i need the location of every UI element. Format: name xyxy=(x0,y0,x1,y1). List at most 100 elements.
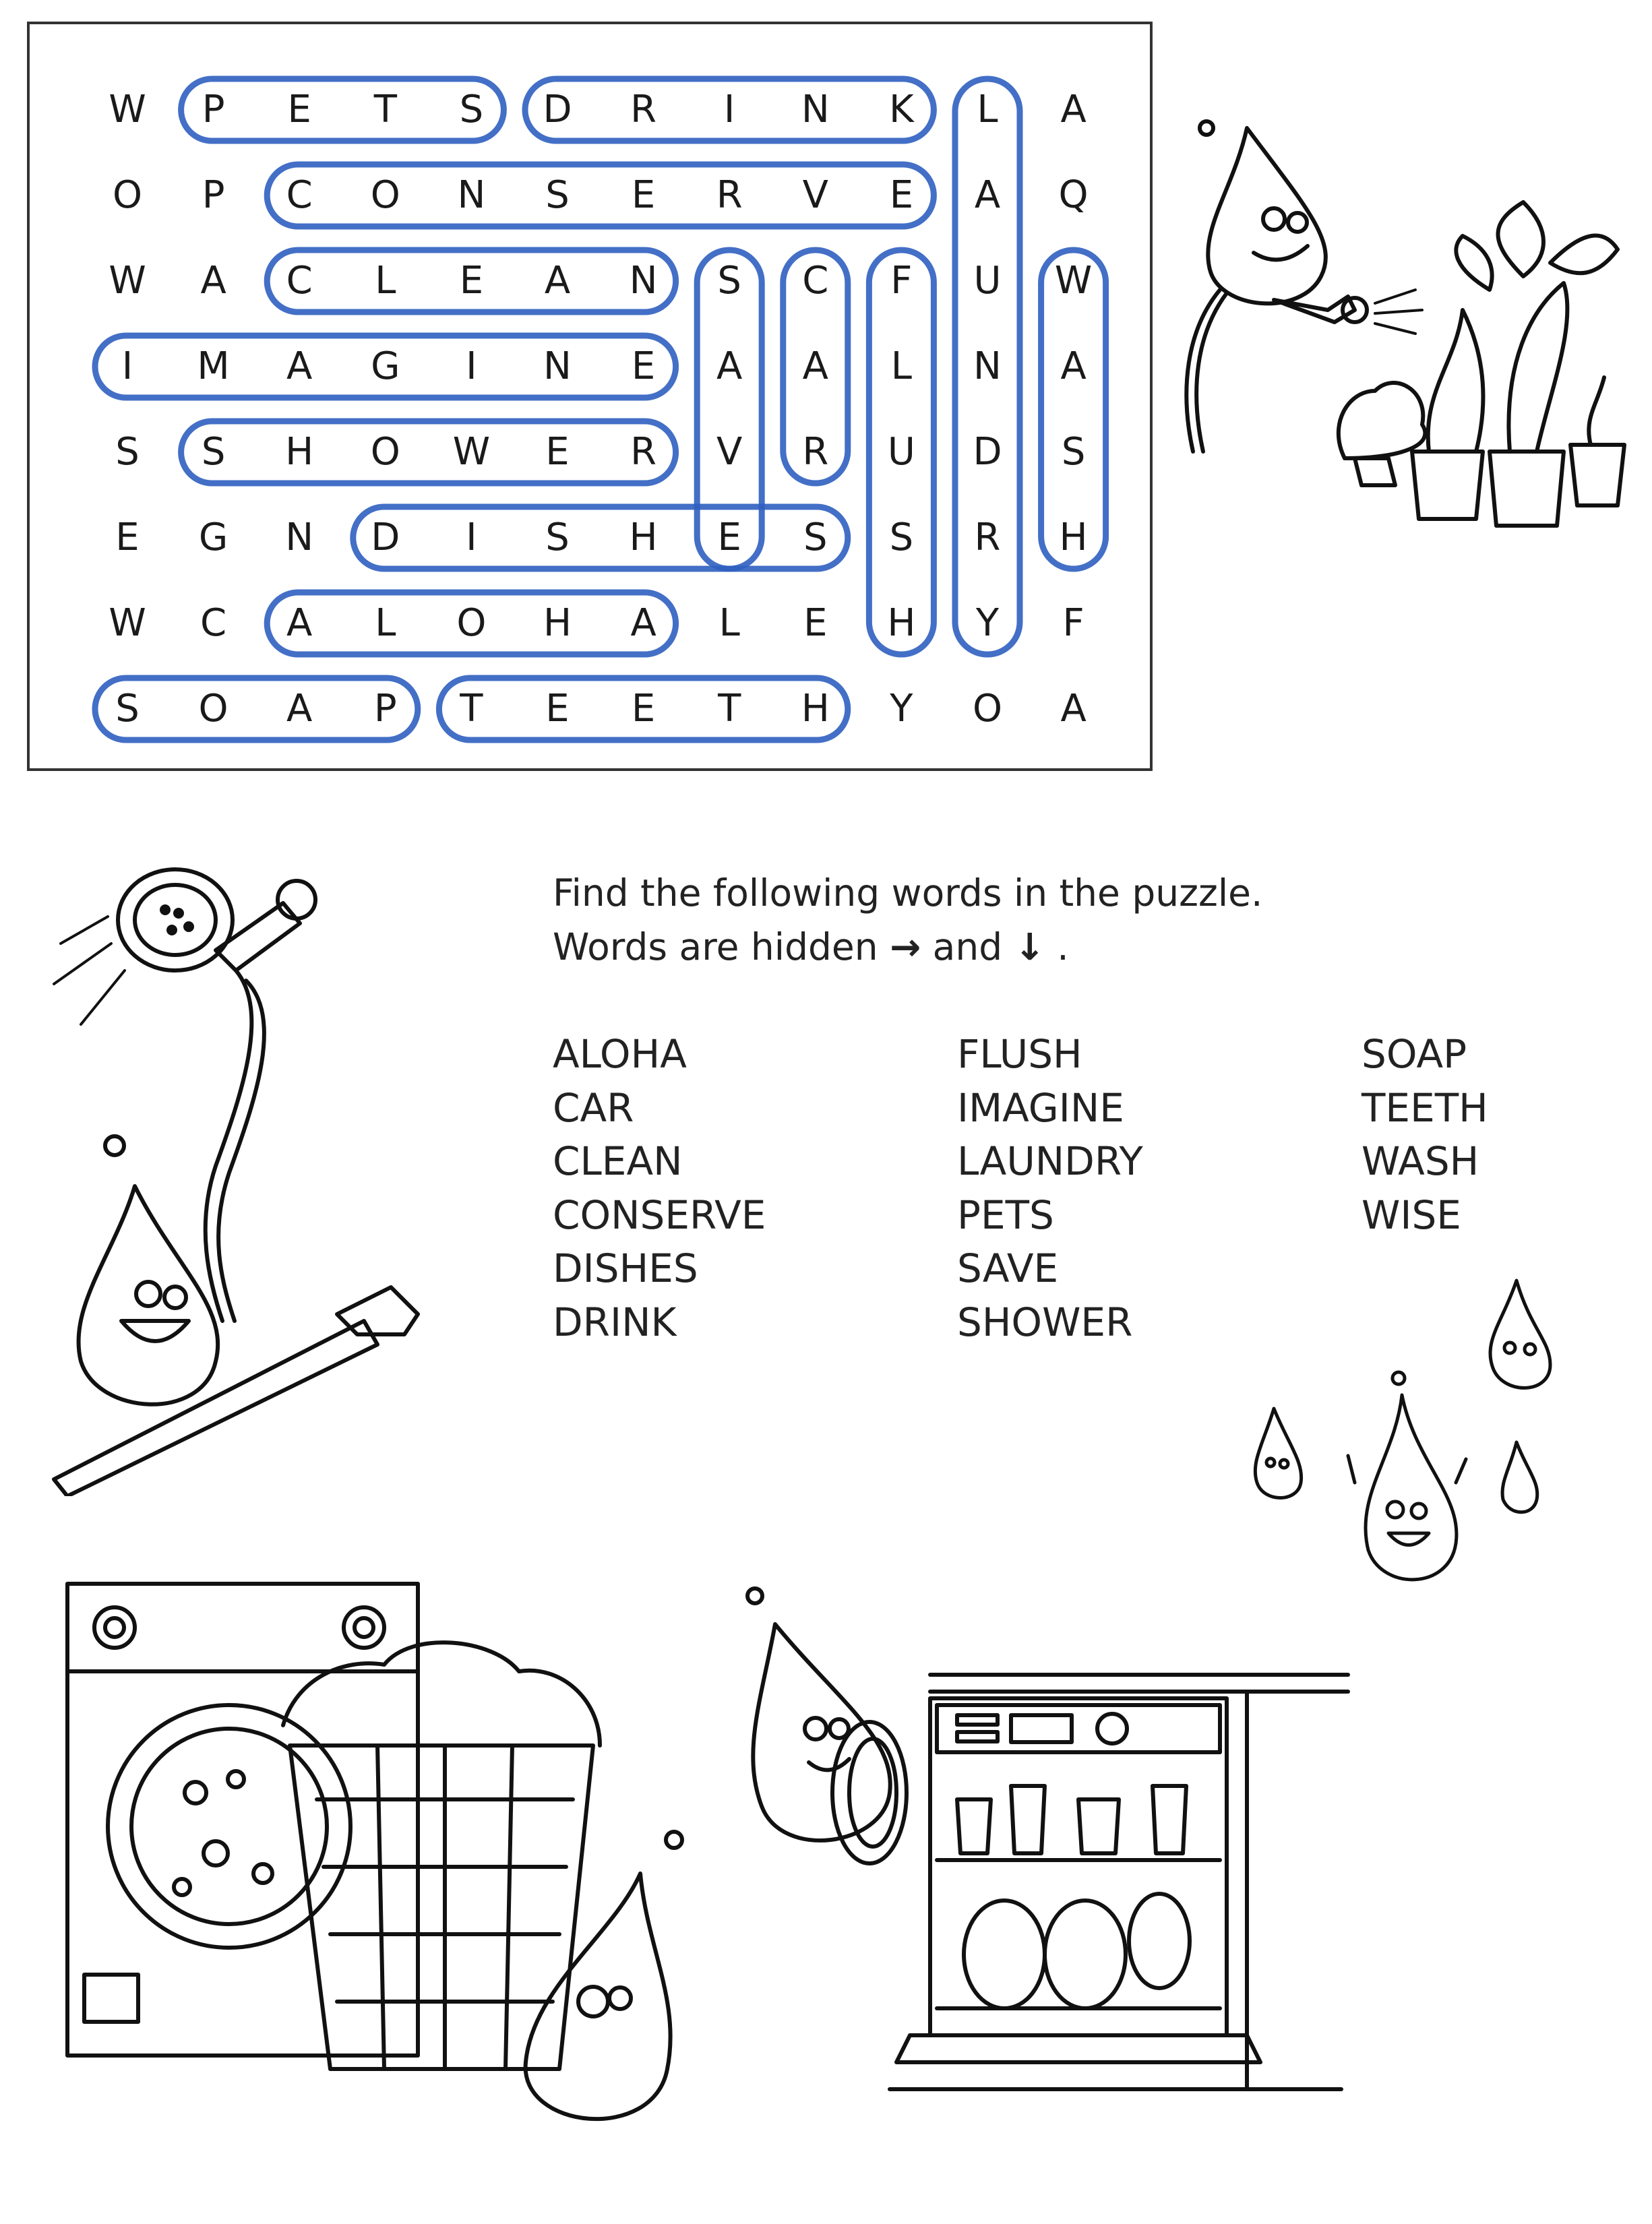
grid-letter[interactable]: E xyxy=(115,516,140,559)
grid-letter[interactable]: T xyxy=(718,687,741,731)
grid-letter[interactable]: O xyxy=(456,601,487,645)
instructions-and-text: and xyxy=(932,925,1003,968)
grid-letter[interactable]: H xyxy=(629,516,658,559)
grid-letter[interactable]: Y xyxy=(975,601,1000,645)
grid-letter[interactable]: O xyxy=(370,430,400,474)
grid-letter[interactable]: R xyxy=(630,88,657,131)
grid-letter[interactable]: E xyxy=(287,88,311,131)
word-list-item: CLEAN xyxy=(553,1138,683,1184)
grid-letter[interactable]: E xyxy=(459,259,484,303)
grid-letter[interactable]: N xyxy=(973,344,1002,388)
grid-letter[interactable]: R xyxy=(802,430,829,474)
word-list-item: DRINK xyxy=(553,1299,677,1345)
grid-letter[interactable]: T xyxy=(460,687,483,731)
arrow-down-icon: ↓ xyxy=(1014,925,1045,968)
grid-letter[interactable]: C xyxy=(200,601,227,645)
grid-letter[interactable]: A xyxy=(1060,344,1087,388)
grid-letter[interactable]: D xyxy=(973,430,1002,474)
grid-letter[interactable]: E xyxy=(803,601,828,645)
grid-letter[interactable]: E xyxy=(717,516,741,559)
grid-letter[interactable]: F xyxy=(890,259,913,303)
grid-letter[interactable]: E xyxy=(545,687,570,731)
grid-letter[interactable]: G xyxy=(371,344,400,388)
grid-letter[interactable]: P xyxy=(373,687,397,731)
grid-letter[interactable]: L xyxy=(718,601,740,645)
grid-letter[interactable]: A xyxy=(286,344,313,388)
grid-letter[interactable]: W xyxy=(452,430,491,474)
grid-letter[interactable]: S xyxy=(201,430,226,474)
grid-letter[interactable]: D xyxy=(543,88,572,131)
grid-letter[interactable]: C xyxy=(802,259,829,303)
grid-letter[interactable]: S xyxy=(115,687,140,731)
grid-letter[interactable]: I xyxy=(466,516,477,559)
grid-letter[interactable]: H xyxy=(887,601,916,645)
grid-letter[interactable]: E xyxy=(631,344,656,388)
grid-letter[interactable]: N xyxy=(543,344,572,388)
grid-letter[interactable]: N xyxy=(801,88,830,131)
grid-letter[interactable]: I xyxy=(466,344,477,388)
grid-letter[interactable]: Y xyxy=(890,687,913,731)
grid-letter[interactable]: P xyxy=(202,88,225,131)
grid-letter[interactable]: A xyxy=(544,259,571,303)
grid-letter[interactable]: H xyxy=(801,687,830,731)
grid-letter[interactable]: M xyxy=(197,344,230,388)
grid-letter[interactable]: O xyxy=(972,687,1003,731)
grid-letter[interactable]: S xyxy=(545,516,570,559)
grid-letter[interactable]: V xyxy=(802,173,828,217)
grid-letter[interactable]: C xyxy=(286,173,313,217)
grid-letter[interactable]: A xyxy=(200,259,226,303)
grid-letter[interactable]: S xyxy=(1061,430,1086,474)
grid-letter[interactable]: K xyxy=(889,88,914,131)
grid-letter[interactable]: A xyxy=(716,344,743,388)
grid-letter[interactable]: A xyxy=(974,173,1001,217)
grid-letter[interactable]: W xyxy=(109,88,146,131)
grid-letter[interactable]: V xyxy=(716,430,743,474)
grid-letter[interactable]: N xyxy=(629,259,658,303)
grid-letter[interactable]: E xyxy=(631,687,656,731)
grid-letter[interactable]: T xyxy=(373,88,397,131)
grid-letter[interactable]: U xyxy=(887,430,915,474)
grid-letter[interactable]: C xyxy=(286,259,313,303)
grid-letter[interactable]: I xyxy=(723,88,735,131)
grid-letter[interactable]: R xyxy=(630,430,657,474)
grid-letter[interactable]: L xyxy=(890,344,912,388)
grid-letter[interactable]: A xyxy=(1060,687,1087,731)
grid-letter[interactable]: F xyxy=(1062,601,1084,645)
grid-letter[interactable]: G xyxy=(198,516,228,559)
grid-letter[interactable]: L xyxy=(977,88,998,131)
grid-letter[interactable]: N xyxy=(285,516,314,559)
grid-letter[interactable]: W xyxy=(109,601,146,645)
grid-letter[interactable]: A xyxy=(630,601,656,645)
grid-letter[interactable]: R xyxy=(716,173,743,217)
grid-letter[interactable]: L xyxy=(375,259,396,303)
grid-letter[interactable]: L xyxy=(375,601,396,645)
grid-letter[interactable]: A xyxy=(286,601,313,645)
grid-letter[interactable]: R xyxy=(974,516,1001,559)
grid-letter[interactable]: U xyxy=(973,259,1002,303)
grid-letter[interactable]: A xyxy=(1060,88,1087,131)
grid-letter[interactable]: S xyxy=(545,173,570,217)
grid-letter[interactable]: P xyxy=(202,173,225,217)
grid-letter[interactable]: S xyxy=(459,88,484,131)
grid-letter[interactable]: E xyxy=(889,173,914,217)
grid-letter[interactable]: E xyxy=(545,430,570,474)
grid-letter[interactable]: O xyxy=(370,173,400,217)
grid-letter[interactable]: O xyxy=(198,687,228,731)
grid-letter[interactable]: H xyxy=(543,601,572,645)
grid-letter[interactable]: A xyxy=(286,687,313,731)
grid-letter[interactable]: Q xyxy=(1058,173,1089,217)
grid-letter[interactable]: E xyxy=(631,173,656,217)
grid-letter[interactable]: S xyxy=(717,259,741,303)
grid-letter[interactable]: N xyxy=(457,173,486,217)
grid-letter[interactable]: O xyxy=(112,173,143,217)
grid-letter[interactable]: W xyxy=(109,259,146,303)
grid-letter[interactable]: S xyxy=(803,516,828,559)
grid-letter[interactable]: A xyxy=(802,344,828,388)
grid-letter[interactable]: I xyxy=(121,344,133,388)
grid-letter[interactable]: H xyxy=(1059,516,1088,559)
grid-letter[interactable]: H xyxy=(285,430,314,474)
grid-letter[interactable]: D xyxy=(371,516,400,559)
grid-letter[interactable]: S xyxy=(115,430,140,474)
grid-letter[interactable]: S xyxy=(889,516,914,559)
grid-letter[interactable]: W xyxy=(1054,259,1093,303)
